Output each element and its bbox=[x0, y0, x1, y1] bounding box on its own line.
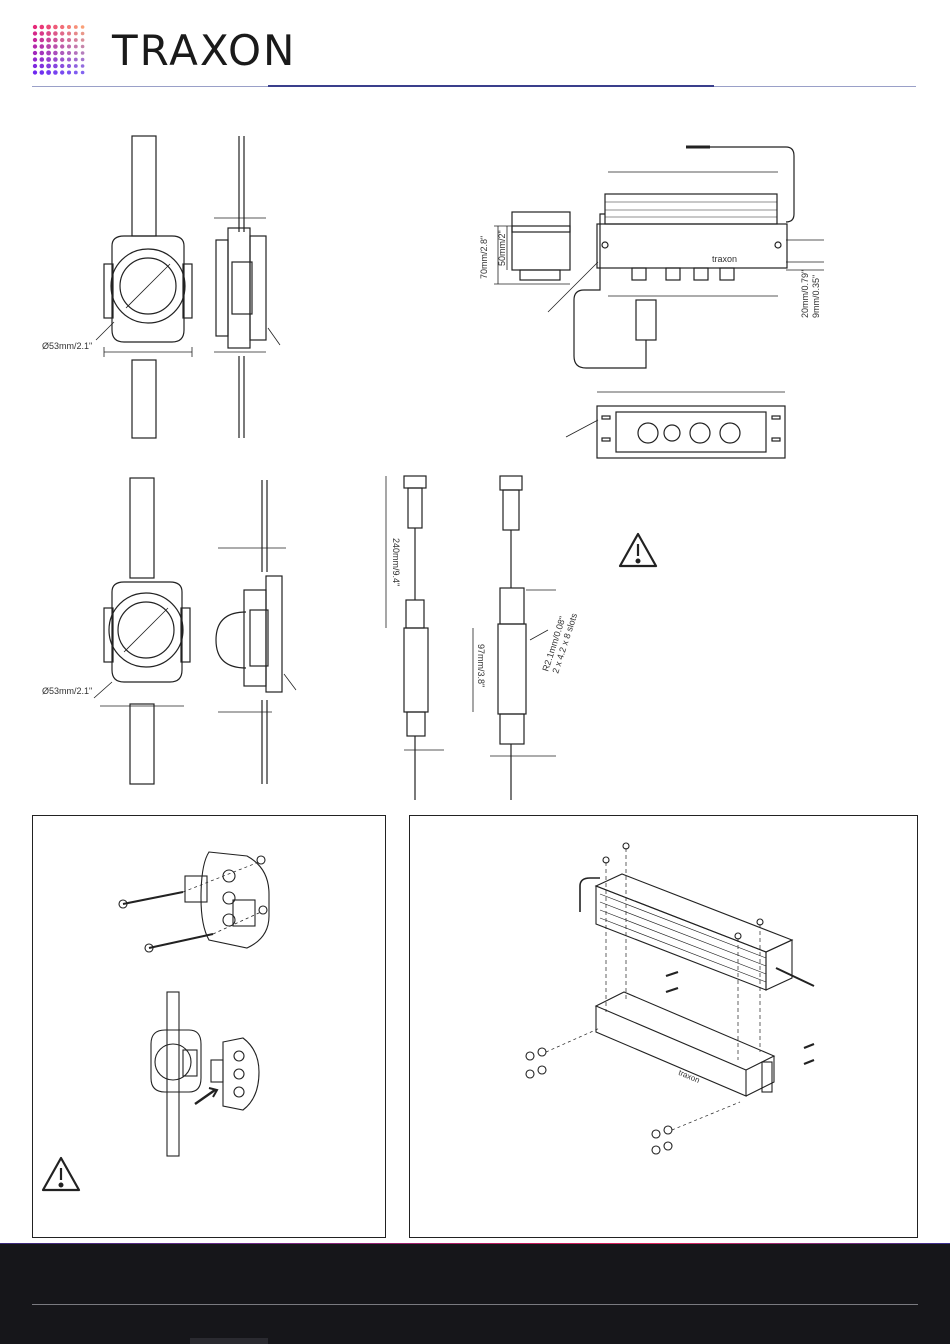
logo-dot bbox=[81, 45, 85, 49]
logo-dot bbox=[33, 25, 37, 29]
logo-dot bbox=[67, 44, 71, 48]
clip-attach-view bbox=[151, 992, 259, 1156]
footer-rule bbox=[32, 1304, 918, 1305]
psu-bottom-view bbox=[566, 392, 785, 458]
logo-dot bbox=[33, 64, 37, 68]
psu-housing-exploded-illustration bbox=[410, 816, 917, 1237]
logo-dot bbox=[53, 38, 58, 43]
connector-cable-right bbox=[473, 476, 556, 800]
logo-dot bbox=[33, 70, 37, 74]
psu-unit bbox=[580, 843, 814, 990]
footer bbox=[0, 1244, 950, 1344]
node-front-view-top bbox=[96, 136, 192, 438]
dim-dia-1: Ø53mm/2.1" bbox=[42, 341, 92, 351]
logo-dot bbox=[67, 57, 71, 61]
logo-dot bbox=[46, 64, 51, 69]
logo-dot bbox=[46, 31, 51, 36]
logo-dot bbox=[60, 70, 64, 74]
logo-dot bbox=[40, 44, 45, 49]
header-rule-accent bbox=[268, 85, 714, 87]
logo-dot bbox=[53, 44, 58, 49]
logo-dot bbox=[81, 25, 85, 29]
logo-dot bbox=[74, 64, 78, 68]
dim-psu-inner-height: 50mm/2" bbox=[497, 230, 507, 266]
clip-exploded-view bbox=[119, 852, 269, 952]
dim-box-length: 97mm/3.8" bbox=[476, 644, 486, 687]
logo-dot bbox=[74, 51, 78, 55]
logo-dot bbox=[81, 71, 85, 75]
logo-dot bbox=[74, 58, 78, 62]
logo-dot bbox=[53, 57, 58, 62]
logo-dot bbox=[40, 38, 45, 43]
dim-psu-height: 70mm/2.8" bbox=[479, 236, 489, 279]
warning-icon bbox=[43, 1158, 79, 1190]
logo-dot bbox=[81, 51, 85, 55]
logo-dot bbox=[46, 44, 51, 49]
brand-name: TRAXON bbox=[112, 26, 296, 76]
logo-dot bbox=[60, 25, 64, 29]
psu-front-view bbox=[548, 147, 824, 368]
logo-dot bbox=[60, 38, 64, 42]
logo-dot bbox=[33, 57, 37, 61]
logo-dot bbox=[67, 25, 71, 29]
footer-tab bbox=[190, 1338, 268, 1344]
logo-dot bbox=[60, 44, 64, 48]
logo-dot bbox=[67, 70, 71, 74]
psu-logo-text: traxon bbox=[712, 254, 737, 264]
logo-dot bbox=[74, 38, 78, 42]
logo-dot bbox=[46, 70, 51, 75]
logo-dot bbox=[33, 31, 37, 35]
logo-dot bbox=[81, 38, 85, 42]
logo-dot bbox=[67, 51, 71, 55]
logo-dot bbox=[67, 38, 71, 42]
logo-dot bbox=[60, 31, 64, 35]
logo-dot bbox=[67, 64, 71, 68]
logo-dot bbox=[60, 51, 64, 55]
logo-dot bbox=[74, 25, 78, 29]
node-front-view-bottom bbox=[94, 478, 190, 784]
logo-dot bbox=[40, 31, 45, 36]
housing-tray bbox=[596, 848, 774, 1096]
logo-dot bbox=[40, 70, 45, 75]
logo-dot bbox=[33, 38, 37, 42]
logo-dot bbox=[74, 45, 78, 49]
logo-dot bbox=[60, 57, 64, 61]
brand-logo-icon bbox=[32, 24, 86, 76]
dim-dia-2: Ø53mm/2.1" bbox=[42, 686, 92, 696]
logo-dot bbox=[40, 51, 45, 56]
dim-psu-offset-b: 9mm/0.35" bbox=[811, 275, 821, 318]
logo-dot bbox=[53, 51, 58, 56]
logo-dot bbox=[53, 64, 58, 69]
mounting-clip-illustration bbox=[33, 816, 385, 1237]
logo-dot bbox=[67, 31, 71, 35]
logo-dot bbox=[81, 32, 85, 36]
logo-dot bbox=[60, 64, 64, 68]
logo-dot bbox=[53, 25, 58, 30]
logo-dot bbox=[74, 32, 78, 36]
logo-dot bbox=[46, 57, 51, 62]
dim-psu-offset-a: 20mm/0.79" bbox=[800, 270, 810, 318]
logo-dot bbox=[46, 25, 51, 30]
technical-drawings: Ø53mm/2.1" 70mm/2.8" 50mm/2" bbox=[0, 100, 950, 810]
node-side-view-top bbox=[214, 136, 280, 438]
logo-dot bbox=[74, 71, 78, 75]
logo-dot bbox=[33, 44, 37, 48]
logo-dot bbox=[40, 57, 45, 62]
logo-dot bbox=[81, 58, 85, 62]
logo-dot bbox=[81, 64, 85, 68]
connector-cable-left bbox=[386, 476, 444, 800]
dim-cable-length: 240mm/9.4" bbox=[391, 538, 401, 586]
mounting-clip-instructions-panel bbox=[32, 815, 386, 1238]
warning-icon bbox=[620, 534, 656, 566]
logo-dot bbox=[46, 38, 51, 43]
psu-housing-instructions-panel: traxon bbox=[409, 815, 918, 1238]
logo-dot bbox=[33, 51, 37, 55]
logo-dot bbox=[40, 25, 45, 30]
logo-dot bbox=[53, 31, 58, 36]
node-side-view-bottom bbox=[216, 480, 296, 784]
logo-dot bbox=[53, 70, 58, 75]
logo-dot bbox=[40, 64, 45, 69]
logo-dot bbox=[46, 51, 51, 56]
